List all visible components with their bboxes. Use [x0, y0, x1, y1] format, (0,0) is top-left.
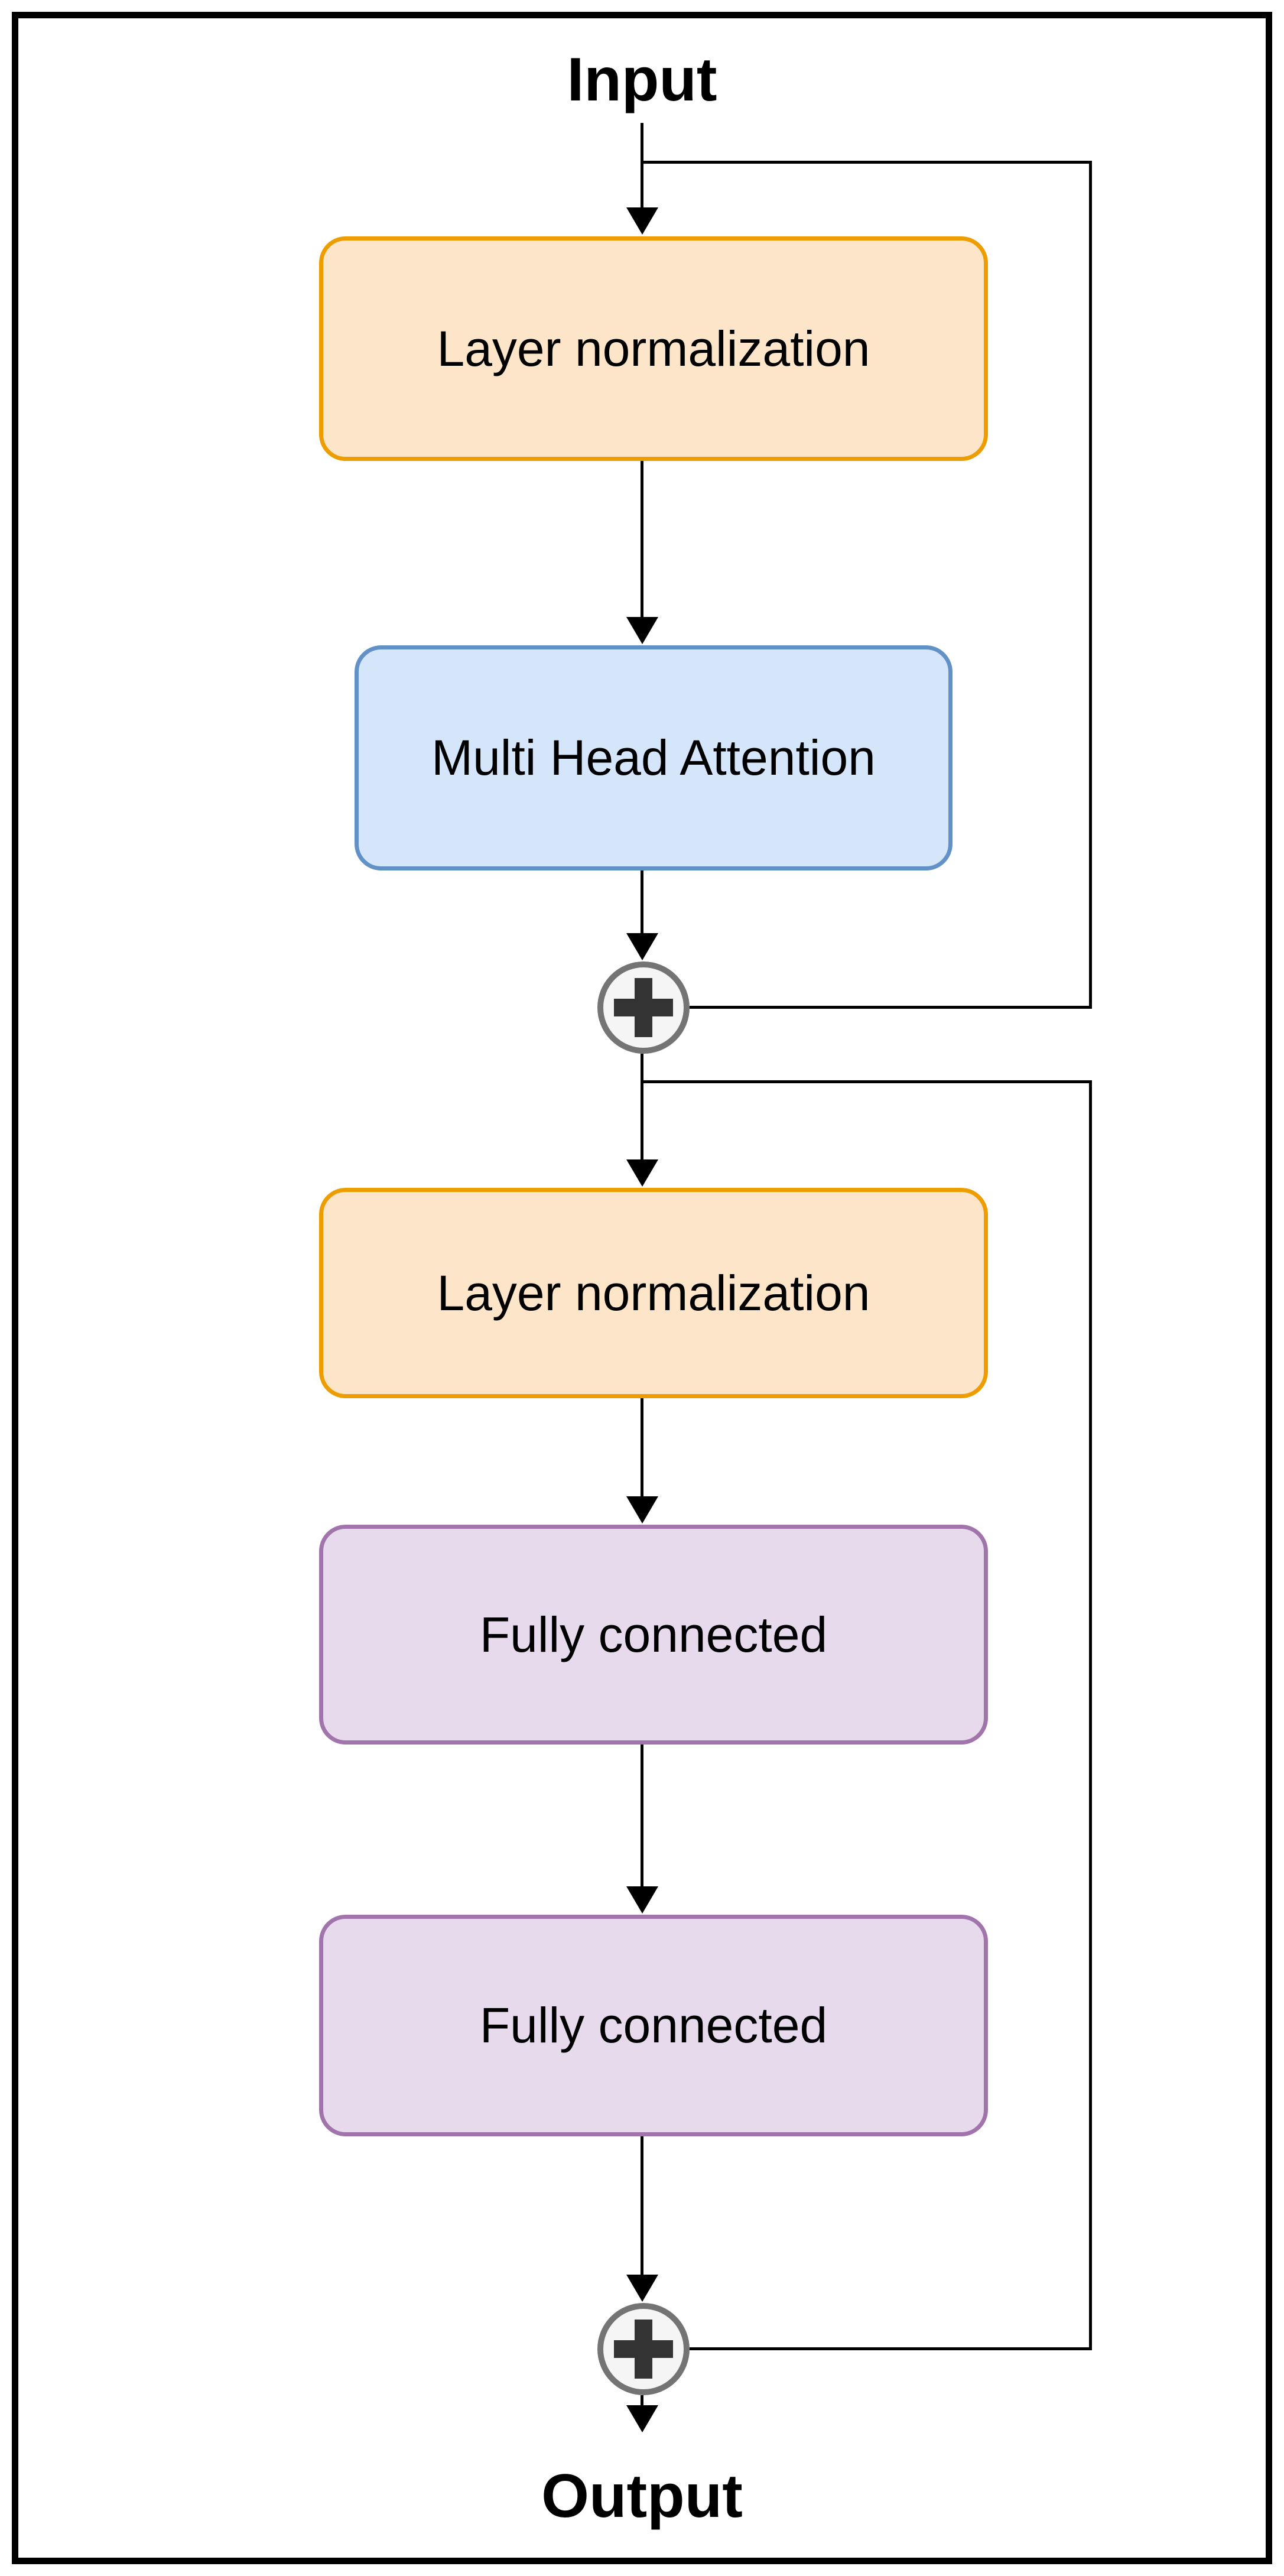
edge-fc2-to-add2: [641, 2136, 643, 2277]
node-fully-connected-2: Fully connected: [319, 1915, 988, 2136]
residual-add-2-plus-icon: +: [597, 2303, 690, 2395]
node-label: Layer normalization: [437, 1265, 870, 1321]
arrowhead-down-icon: [626, 2275, 658, 2302]
node-label: Multi Head Attention: [431, 730, 876, 785]
edge-attention-to-add1: [641, 870, 643, 935]
edge-layernorm1-to-attention: [641, 461, 643, 619]
node-layer-normalization-1: Layer normalization: [319, 236, 988, 461]
skip1-top-segment: [641, 161, 1092, 164]
arrowhead-down-icon: [626, 207, 658, 235]
skip1-right-segment: [1089, 161, 1092, 1009]
node-fully-connected-1: Fully connected: [319, 1525, 988, 1745]
arrowhead-down-icon: [626, 933, 658, 960]
edge-add1-to-layernorm2: [641, 1054, 643, 1162]
edge-add2-to-output: [641, 2395, 643, 2408]
node-label: Fully connected: [479, 1606, 828, 1662]
skip2-right-segment: [1089, 1080, 1092, 2350]
edge-layernorm2-to-fc1: [641, 1398, 643, 1499]
plus-icon-bar: [635, 2320, 652, 2379]
skip1-into-add-segment: [690, 1006, 1092, 1009]
residual-add-1-plus-icon: +: [597, 961, 690, 1054]
diagram-border: [12, 12, 1272, 2564]
edge-input-to-layernorm1: [641, 123, 643, 210]
arrowhead-down-icon: [626, 1886, 658, 1914]
node-layer-normalization-2: Layer normalization: [319, 1188, 988, 1398]
arrowhead-down-icon: [626, 1159, 658, 1187]
node-label: Layer normalization: [437, 320, 870, 376]
arrowhead-down-icon: [626, 1496, 658, 1523]
arrowhead-down-icon: [626, 617, 658, 644]
arrowhead-down-icon: [626, 2405, 658, 2432]
skip2-top-segment: [641, 1080, 1092, 1083]
skip2-into-add-segment: [690, 2347, 1092, 2350]
input-label: Input: [567, 46, 717, 114]
node-multi-head-attention: Multi Head Attention: [355, 645, 953, 870]
edge-fc1-to-fc2: [641, 1745, 643, 1889]
node-label: Fully connected: [479, 1997, 828, 2053]
plus-icon-bar: [635, 978, 652, 1037]
output-label: Output: [541, 2462, 743, 2530]
